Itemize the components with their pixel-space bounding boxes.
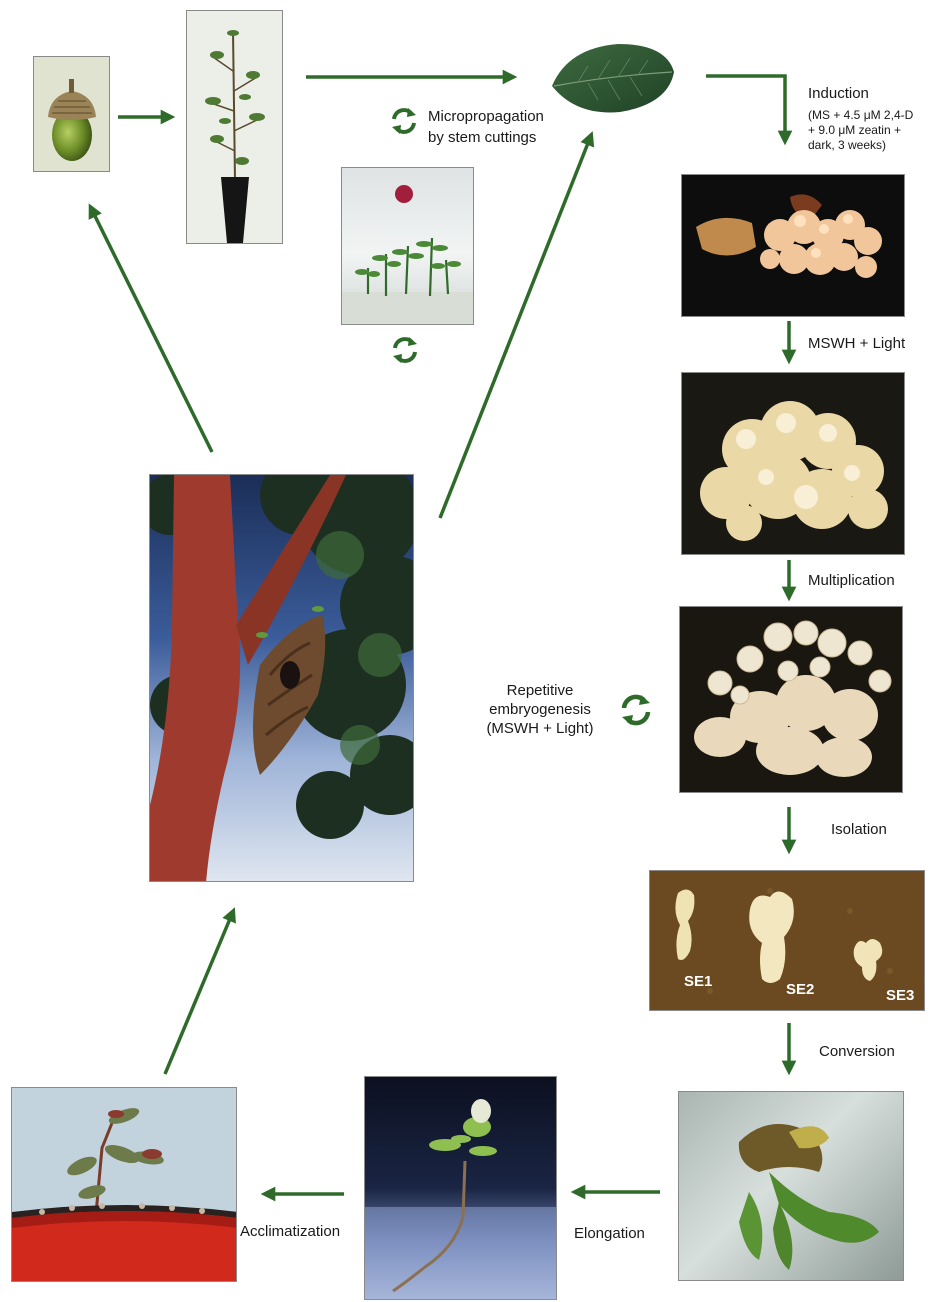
repetitive-embryogenesis-label-line1: Repetitive bbox=[470, 682, 610, 700]
arrow-leaf-to-induction bbox=[706, 76, 785, 138]
elongation-label: Elongation bbox=[574, 1225, 645, 1243]
multiplication-label: Multiplication bbox=[808, 572, 895, 590]
isolated-embryos-photo: SE1 SE2 SE3 bbox=[649, 870, 925, 1011]
repetitive-embryogenesis-label-line2: embryogenesis bbox=[470, 701, 610, 719]
conversion-label: Conversion bbox=[819, 1043, 895, 1061]
arrow-plant-to-tree bbox=[165, 914, 232, 1074]
mswh-light-label: MSWH + Light bbox=[808, 335, 905, 353]
embryo-label-se3: SE3 bbox=[886, 987, 914, 1004]
repetitive-embryogenesis-label-line3: (MSWH + Light) bbox=[470, 720, 610, 738]
acclimatization-label: Acclimatization bbox=[240, 1223, 340, 1241]
seedling-photo bbox=[186, 10, 283, 244]
induction-title: Induction bbox=[808, 85, 869, 103]
leaf-photo bbox=[548, 38, 678, 118]
micropropagation-label-line2: by stem cuttings bbox=[428, 129, 536, 147]
embryo-label-se1: SE1 bbox=[684, 973, 712, 990]
cycle-arrows-icon bbox=[392, 108, 416, 134]
acclimatized-plant-photo bbox=[11, 1087, 237, 1282]
embryogenic-callus-photo bbox=[681, 372, 905, 555]
elongation-photo bbox=[364, 1076, 557, 1300]
in-vitro-shoots-photo bbox=[341, 167, 474, 325]
induction-condition-line1: (MS + 4.5 μM 2,4-D bbox=[808, 108, 913, 122]
induction-condition-line3: dark, 3 weeks) bbox=[808, 138, 886, 152]
embryo-label-se2: SE2 bbox=[786, 981, 814, 998]
arrow-tree-to-acorn bbox=[92, 210, 212, 452]
cork-oak-tree-photo bbox=[149, 474, 414, 882]
conversion-photo bbox=[678, 1091, 904, 1281]
multiplication-photo bbox=[679, 606, 903, 793]
acorn-photo bbox=[33, 56, 110, 172]
isolation-label: Isolation bbox=[831, 821, 887, 839]
induction-condition-line2: + 9.0 μM zeatin + bbox=[808, 123, 901, 137]
induction-callus-photo bbox=[681, 174, 905, 317]
cycle-arrows-icon bbox=[393, 337, 417, 363]
cycle-arrows-icon bbox=[622, 695, 650, 725]
micropropagation-label-line1: Micropropagation bbox=[428, 108, 544, 126]
